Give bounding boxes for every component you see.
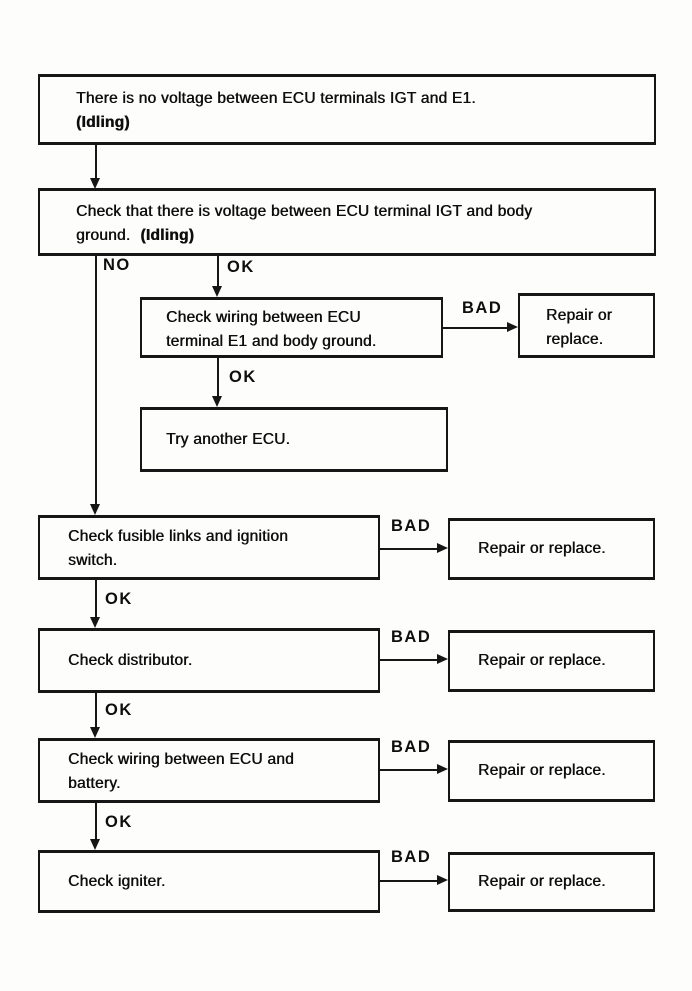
arrowhead-right-icon: [507, 322, 518, 332]
node-text: Repair or replace.: [478, 540, 606, 557]
node-repair-replace-4: Repair or replace.: [448, 740, 655, 802]
node-check-igt-body-ground: Check that there is voltage between ECU …: [38, 188, 656, 256]
branch-label-ok: OK: [105, 590, 133, 608]
edge-ok-down: [95, 803, 97, 839]
node-text: Check distributor.: [68, 651, 193, 669]
branch-label-no: NO: [103, 256, 131, 274]
node-text: Repair or replace.: [478, 762, 606, 779]
node-repair-replace-2: Repair or replace.: [448, 518, 655, 580]
node-text-line2: replace.: [546, 331, 604, 348]
branch-label-bad: BAD: [391, 738, 432, 756]
node-start: There is no voltage between ECU terminal…: [38, 74, 656, 145]
node-text-line1: Check wiring between ECU and: [68, 751, 294, 768]
node-repair-replace-5: Repair or replace.: [448, 852, 655, 912]
node-check-fusible-links: Check fusible links and ignition switch.: [38, 515, 380, 580]
arrowhead-right-icon: [437, 764, 448, 774]
node-text: Try another ECU.: [166, 430, 291, 448]
branch-label-ok: OK: [105, 813, 133, 831]
edge-bad-to-repair: [380, 880, 437, 882]
edge-ok-down: [95, 580, 97, 617]
arrowhead-down-icon: [90, 727, 100, 738]
arrowhead-down-icon: [90, 178, 100, 189]
node-repair-replace-1: Repair or replace.: [518, 293, 655, 358]
node-note: (Idling): [140, 227, 194, 244]
arrowhead-right-icon: [437, 543, 448, 553]
arrowhead-down-icon: [90, 617, 100, 628]
edge-ok-branch: [217, 256, 219, 286]
node-text-line1: Check wiring between ECU: [166, 309, 361, 326]
branch-label-bad: BAD: [391, 628, 432, 646]
node-text: Check igniter.: [68, 872, 166, 890]
node-text: Repair or replace.: [478, 873, 606, 890]
node-text-line1: Check that there is voltage between ECU …: [76, 203, 533, 220]
node-text: Repair or replace.: [478, 652, 606, 669]
node-check-wiring-battery: Check wiring between ECU and battery.: [38, 738, 380, 803]
edge-ok-down: [95, 693, 97, 727]
arrowhead-right-icon: [437, 875, 448, 885]
branch-label-bad: BAD: [462, 299, 503, 317]
node-check-wiring-e1: Check wiring between ECU terminal E1 and…: [140, 297, 443, 358]
node-text-line2: ground. (Idling): [76, 224, 644, 248]
branch-label-ok: OK: [227, 258, 255, 276]
node-text-line2: switch.: [68, 552, 118, 569]
node-check-igniter: Check igniter.: [38, 850, 380, 913]
node-try-another-ecu: Try another ECU.: [140, 407, 448, 472]
node-check-distributor: Check distributor.: [38, 628, 380, 693]
node-text-line2: battery.: [68, 775, 121, 792]
edge-ok-to-try-ecu: [217, 358, 219, 396]
node-repair-replace-3: Repair or replace.: [448, 630, 655, 692]
node-text-line1: Repair or: [546, 307, 612, 324]
edge-no-branch: [95, 256, 97, 504]
arrowhead-down-icon: [90, 504, 100, 515]
edge-start-to-check: [95, 145, 97, 178]
node-text-line1: Check fusible links and ignition: [68, 528, 288, 545]
edge-bad-to-repair: [380, 659, 437, 661]
arrowhead-down-icon: [212, 286, 222, 297]
edge-bad-to-repair: [380, 548, 437, 550]
branch-label-bad: BAD: [391, 517, 432, 535]
node-start-note: (Idling): [76, 114, 130, 131]
edge-bad-to-repair: [443, 327, 507, 329]
branch-label-bad: BAD: [391, 848, 432, 866]
arrowhead-down-icon: [90, 839, 100, 850]
node-start-text: There is no voltage between ECU terminal…: [76, 90, 476, 107]
node-text: ground.: [76, 227, 131, 244]
edge-bad-to-repair: [380, 769, 437, 771]
branch-label-ok: OK: [105, 701, 133, 719]
branch-label-ok: OK: [229, 368, 257, 386]
arrowhead-down-icon: [212, 396, 222, 407]
node-text-line2: terminal E1 and body ground.: [166, 333, 377, 350]
arrowhead-right-icon: [437, 654, 448, 664]
